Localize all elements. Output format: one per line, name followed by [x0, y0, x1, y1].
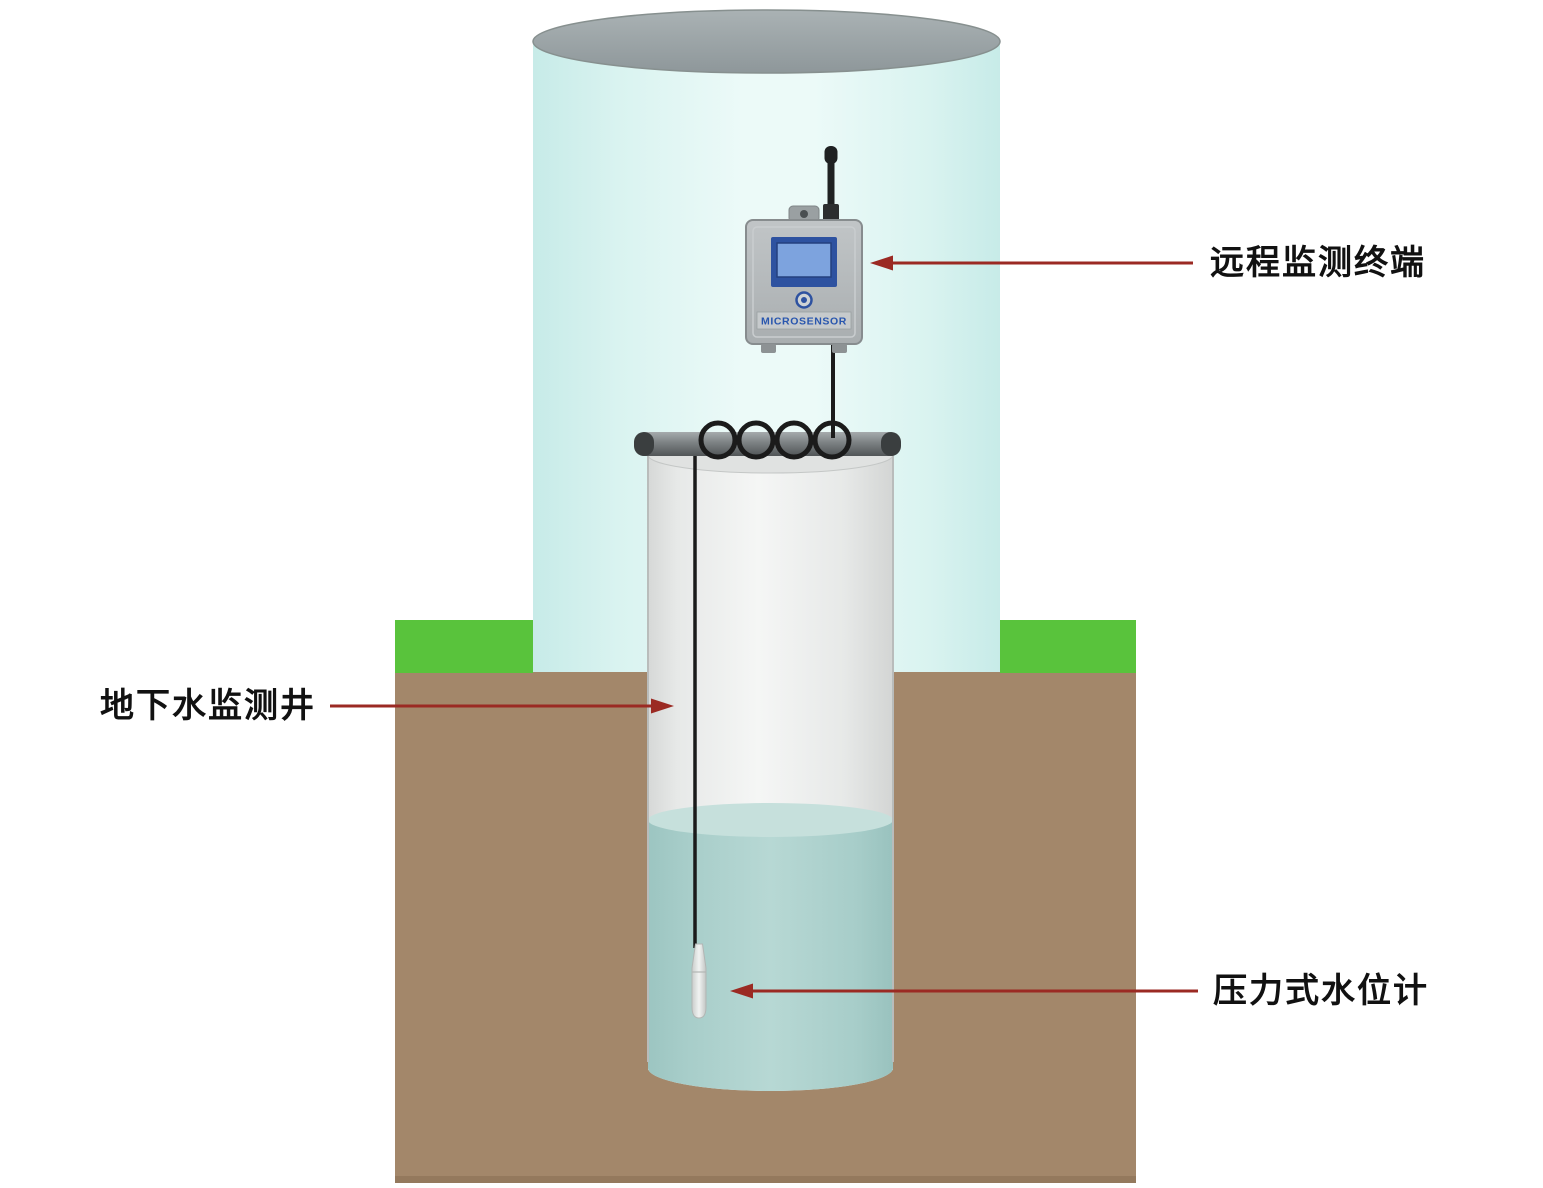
screen-display: [776, 242, 832, 278]
rtu-foot-left: [761, 344, 776, 353]
rtu-device: MICROSENSOR: [745, 146, 863, 353]
arrowhead-sensor-icon: [730, 983, 753, 999]
rtu-foot-right: [832, 344, 847, 353]
monitoring-well: [647, 436, 894, 1091]
antenna-rod: [827, 158, 835, 210]
well-water: [648, 803, 893, 1091]
lug-hole: [800, 210, 808, 218]
antenna-icon: [823, 146, 839, 222]
rtu-brand-band: MICROSENSOR: [756, 311, 852, 330]
brand-band: [756, 311, 852, 330]
brand-label: MICROSENSOR: [761, 316, 847, 328]
grass-left: [395, 620, 533, 673]
coil-loop-2: [736, 420, 776, 460]
rtu-screen: [771, 237, 837, 287]
water-bottom: [648, 1045, 893, 1091]
label-remote-terminal: 远程监测终端: [1210, 244, 1426, 282]
antenna-cap: [824, 146, 838, 164]
rtu-face-panel: [752, 226, 856, 338]
antenna-base: [823, 204, 839, 222]
arrow-well: [330, 698, 674, 714]
cap-bar-end-right: [881, 432, 901, 456]
enclosure-top-cap: [532, 9, 1001, 74]
arrow-terminal: [870, 255, 1193, 271]
label-pressure-level-gauge: 压力式水位计: [1213, 972, 1429, 1010]
grass-right: [1000, 620, 1136, 673]
water-body: [648, 820, 893, 1068]
level-sensor: [691, 943, 707, 1019]
soil-bottom-edge: [395, 1176, 1136, 1183]
arrowhead-terminal-icon: [870, 255, 893, 271]
rtu-button: [795, 291, 813, 309]
sensor-body: [691, 943, 707, 1019]
coil-loop-3: [774, 420, 814, 460]
annotation-arrows: [330, 255, 1198, 999]
coil-loop-1: [698, 420, 738, 460]
label-groundwater-well: 地下水监测井: [100, 687, 316, 725]
arrow-sensor: [730, 983, 1198, 999]
arrowhead-well-icon: [651, 698, 674, 714]
rtu-button-dot: [801, 297, 807, 303]
water-surface: [648, 803, 893, 837]
cap-bar-end-left: [634, 432, 654, 456]
